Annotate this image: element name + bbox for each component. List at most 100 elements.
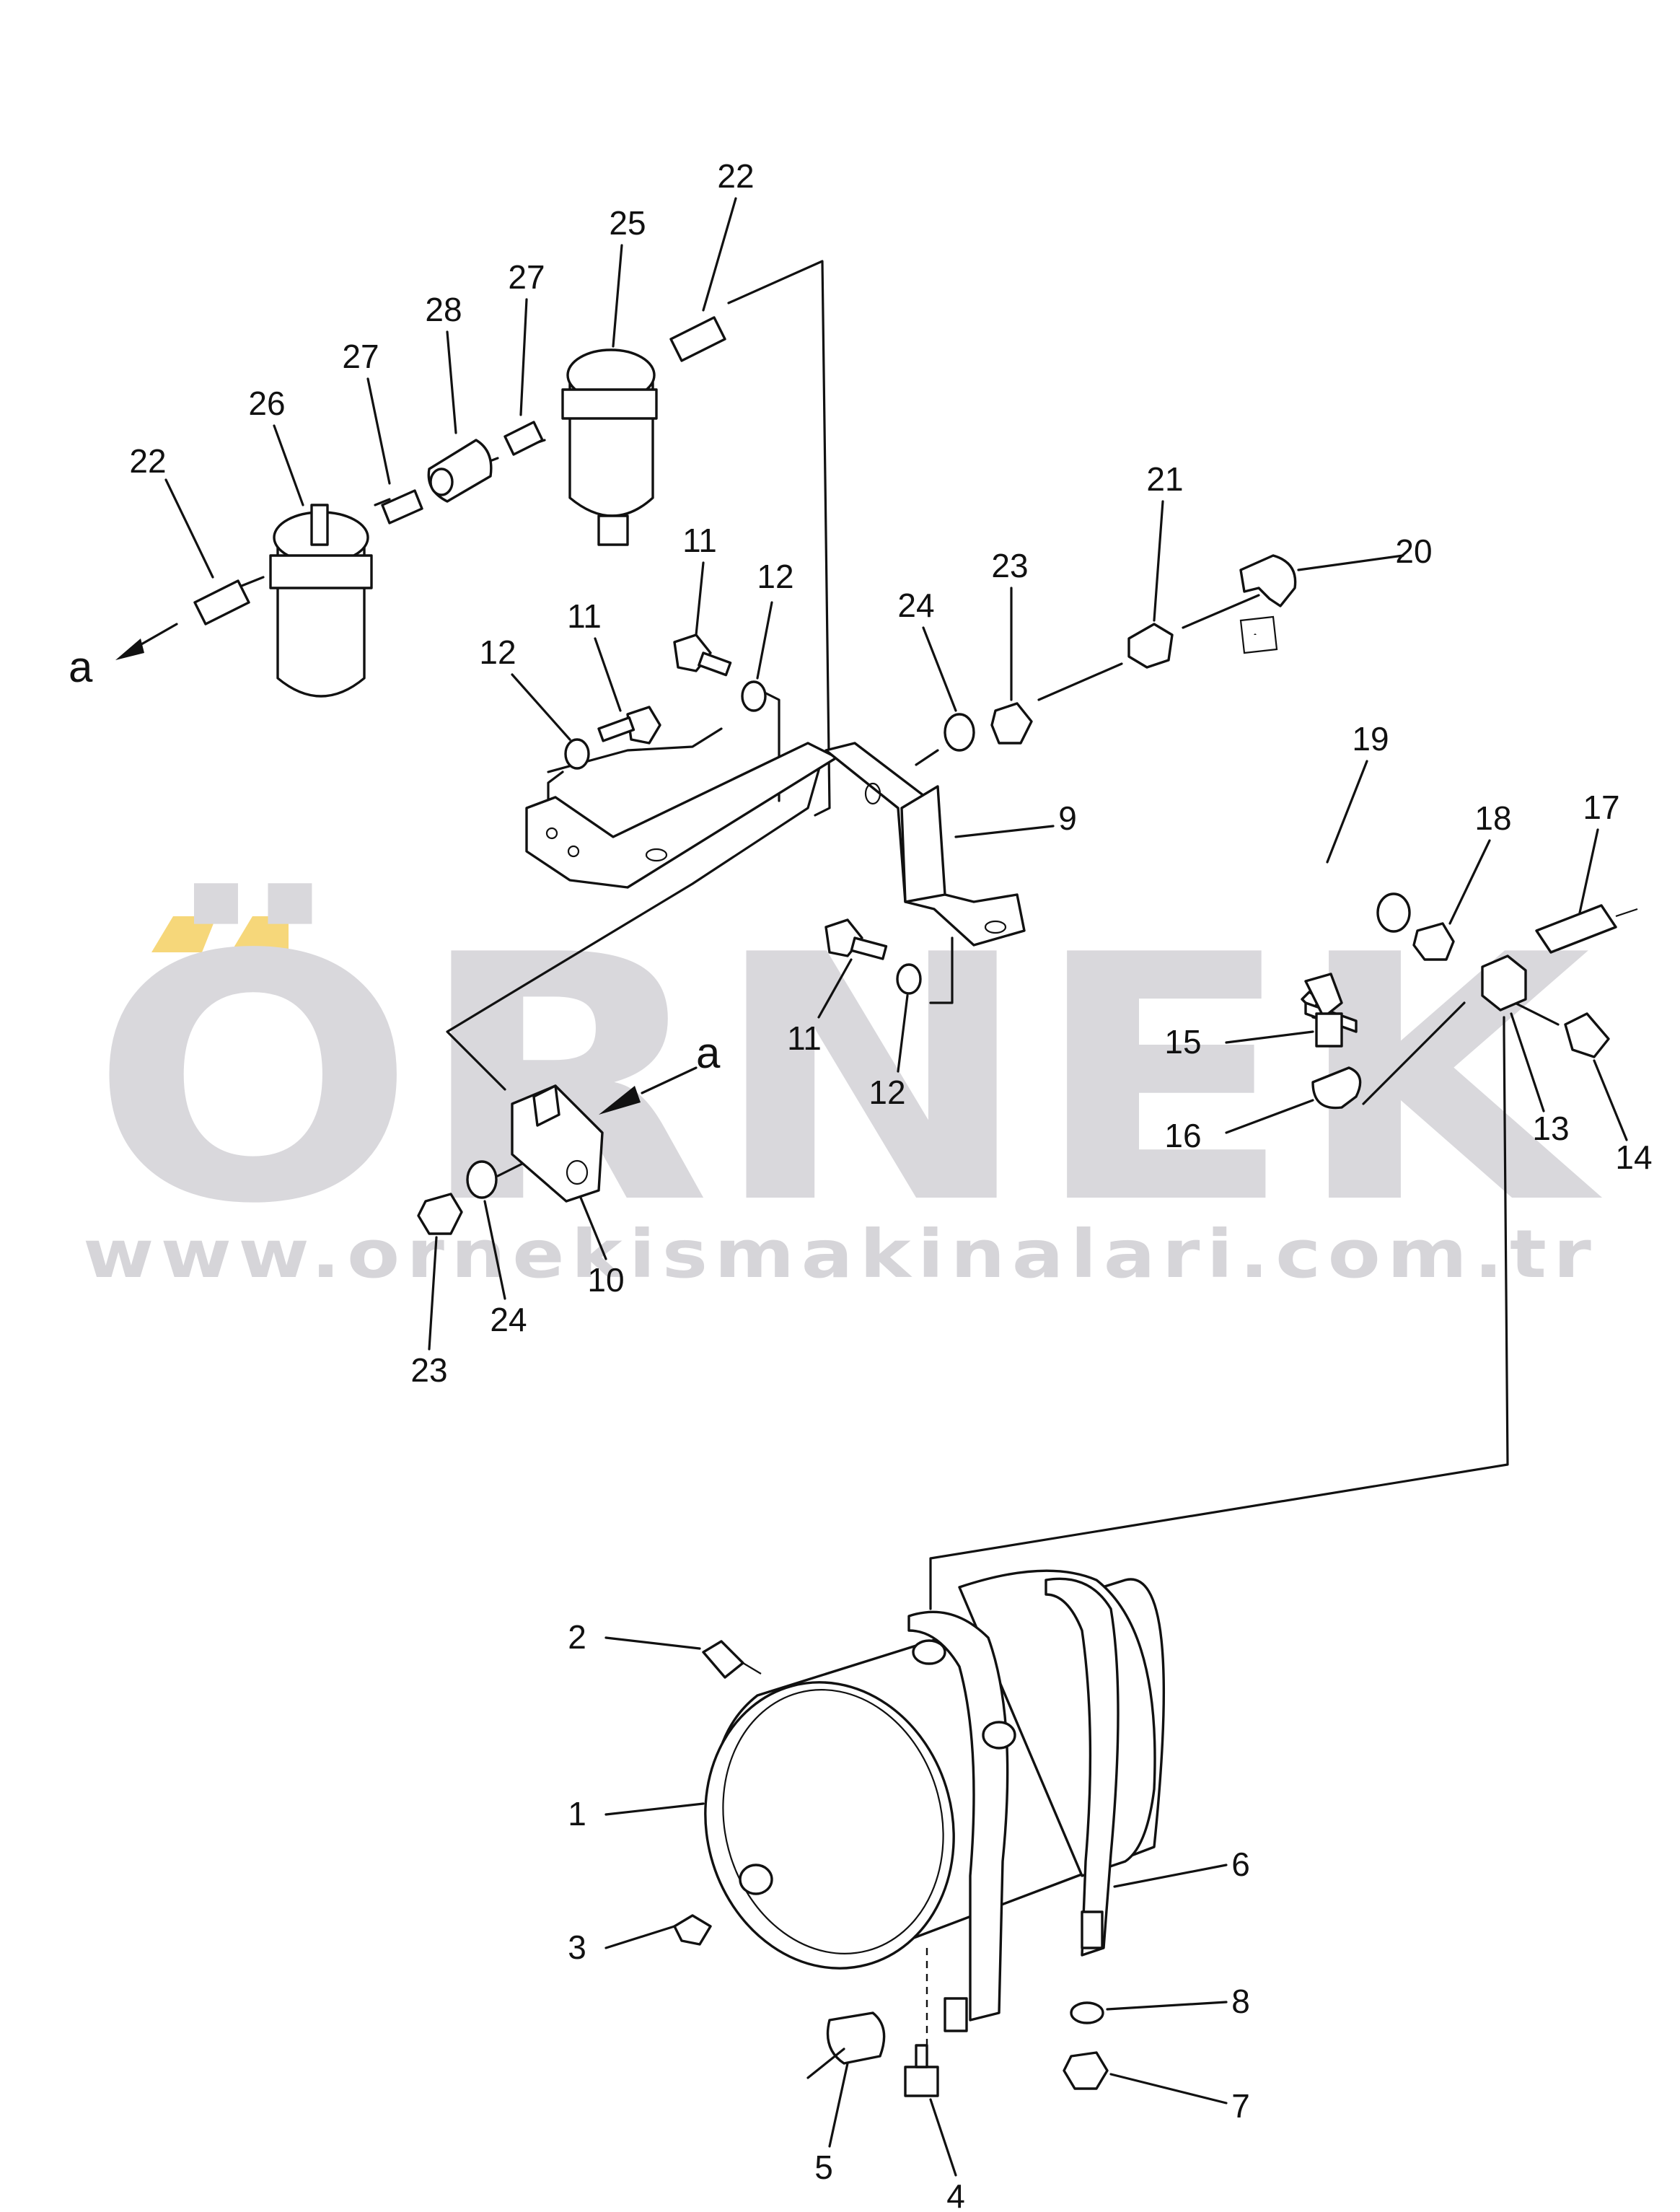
block-13 <box>1481 954 1527 1011</box>
callout-leader <box>1113 1864 1228 1888</box>
washer-24a <box>944 713 975 752</box>
view-label-left: a <box>69 643 93 691</box>
view-label-right: a <box>696 1029 721 1077</box>
callout-9: 9 <box>1058 799 1077 837</box>
nut-7 <box>1063 2051 1109 2090</box>
callout-leader <box>1225 1030 1314 1044</box>
callout-leader <box>756 601 773 680</box>
callout-leader <box>164 478 214 579</box>
filter-25 <box>561 348 658 546</box>
callout-20: 20 <box>1395 532 1432 570</box>
callout-24b: 24 <box>490 1301 527 1338</box>
callout-leader <box>1578 828 1599 914</box>
callout-3: 3 <box>568 1928 586 1966</box>
callout-leader <box>612 244 623 348</box>
callout-leader <box>1106 2001 1228 2011</box>
washer-8 <box>1070 2001 1104 2024</box>
brackets <box>511 742 1026 1203</box>
callout-leader <box>702 197 737 312</box>
callout-19: 19 <box>1352 720 1389 758</box>
callout-5: 5 <box>814 2149 833 2186</box>
plug-3 <box>673 1914 712 1946</box>
callout-11a: 11 <box>682 522 717 559</box>
callout-leader <box>579 1196 607 1260</box>
callout-12c: 12 <box>868 1074 905 1111</box>
callout-8: 8 <box>1231 1983 1250 2020</box>
bolt-11b <box>597 706 661 745</box>
callout-26: 26 <box>248 385 285 422</box>
plug-2 <box>702 1640 762 1679</box>
callout-24a: 24 <box>897 587 934 624</box>
washer-24b <box>466 1160 498 1199</box>
filter-26 <box>269 504 373 698</box>
callout-21: 21 <box>1146 460 1183 498</box>
fitting-27-right <box>503 421 544 456</box>
nut-21 <box>1127 623 1174 669</box>
arrow-a-right <box>599 1086 641 1115</box>
callout-1: 1 <box>568 1795 586 1833</box>
fitting-22-left <box>193 579 250 626</box>
callout-leader <box>897 994 909 1073</box>
callout-leaders <box>164 197 1628 2177</box>
callout-leader <box>1109 2073 1228 2105</box>
nut-23a <box>990 702 1033 745</box>
bolts <box>564 633 922 995</box>
drain-cock-4 <box>904 2044 939 2097</box>
bracket-9 <box>824 742 1026 947</box>
washer-12c <box>896 963 922 995</box>
washer-12b <box>564 738 590 770</box>
callout-10: 10 <box>587 1261 624 1299</box>
nuts-washers <box>417 702 1033 1235</box>
elbow-20 <box>1239 554 1297 607</box>
washer-12a <box>741 680 767 712</box>
callout-leader <box>519 298 528 416</box>
valve-15 <box>1301 973 1358 1048</box>
callout-leader <box>604 1802 705 1816</box>
callout-6: 6 <box>1231 1845 1250 1883</box>
callout-leader <box>1153 500 1164 622</box>
callout-15: 15 <box>1164 1023 1201 1061</box>
callout-leader <box>1510 1012 1545 1112</box>
callout-leader <box>1448 839 1491 925</box>
fitting-18 <box>1412 922 1455 961</box>
callout-leader <box>1297 554 1404 571</box>
callout-leader <box>1593 1059 1628 1141</box>
callout-leader <box>922 626 957 712</box>
elbow-16 <box>1311 1066 1362 1110</box>
callout-17: 17 <box>1583 789 1619 826</box>
callout-leader <box>446 330 457 434</box>
fittings-upper <box>193 316 726 626</box>
air-tank <box>704 1569 1166 2032</box>
callout-labels: 1234567891011111112121213141516171819202… <box>129 157 1652 2212</box>
hose-19 <box>1239 615 1411 933</box>
nut-23b <box>417 1193 463 1235</box>
callout-12a: 12 <box>757 558 793 595</box>
callout-leader <box>954 825 1055 838</box>
bolt-11c <box>824 918 888 960</box>
callout-22b: 22 <box>717 157 754 195</box>
callout-12b: 12 <box>479 633 516 671</box>
bracket-10 <box>511 1084 604 1203</box>
hose-assembly <box>1127 554 1638 1110</box>
callout-leader <box>604 1925 676 1949</box>
callout-16: 16 <box>1164 1117 1201 1154</box>
watermark-accent-marks <box>151 916 289 952</box>
routing-lines <box>240 260 1560 2049</box>
callout-27a: 27 <box>342 338 379 375</box>
callout-11c: 11 <box>787 1019 822 1057</box>
callout-23a: 23 <box>991 547 1028 584</box>
callout-18: 18 <box>1474 799 1511 837</box>
fitting-22-right <box>669 316 726 362</box>
plug-14 <box>1564 1012 1610 1058</box>
valve-5 <box>806 2011 886 2079</box>
callout-4: 4 <box>946 2177 965 2212</box>
callout-leader <box>828 2062 849 2148</box>
callout-11b: 11 <box>567 597 602 635</box>
callout-leader <box>1225 1099 1314 1134</box>
callout-14: 14 <box>1615 1138 1652 1176</box>
callout-leader <box>1326 760 1368 864</box>
view-markers: a a <box>69 623 721 1115</box>
callout-2: 2 <box>568 1618 586 1656</box>
tank-fittings <box>673 1640 1109 2097</box>
